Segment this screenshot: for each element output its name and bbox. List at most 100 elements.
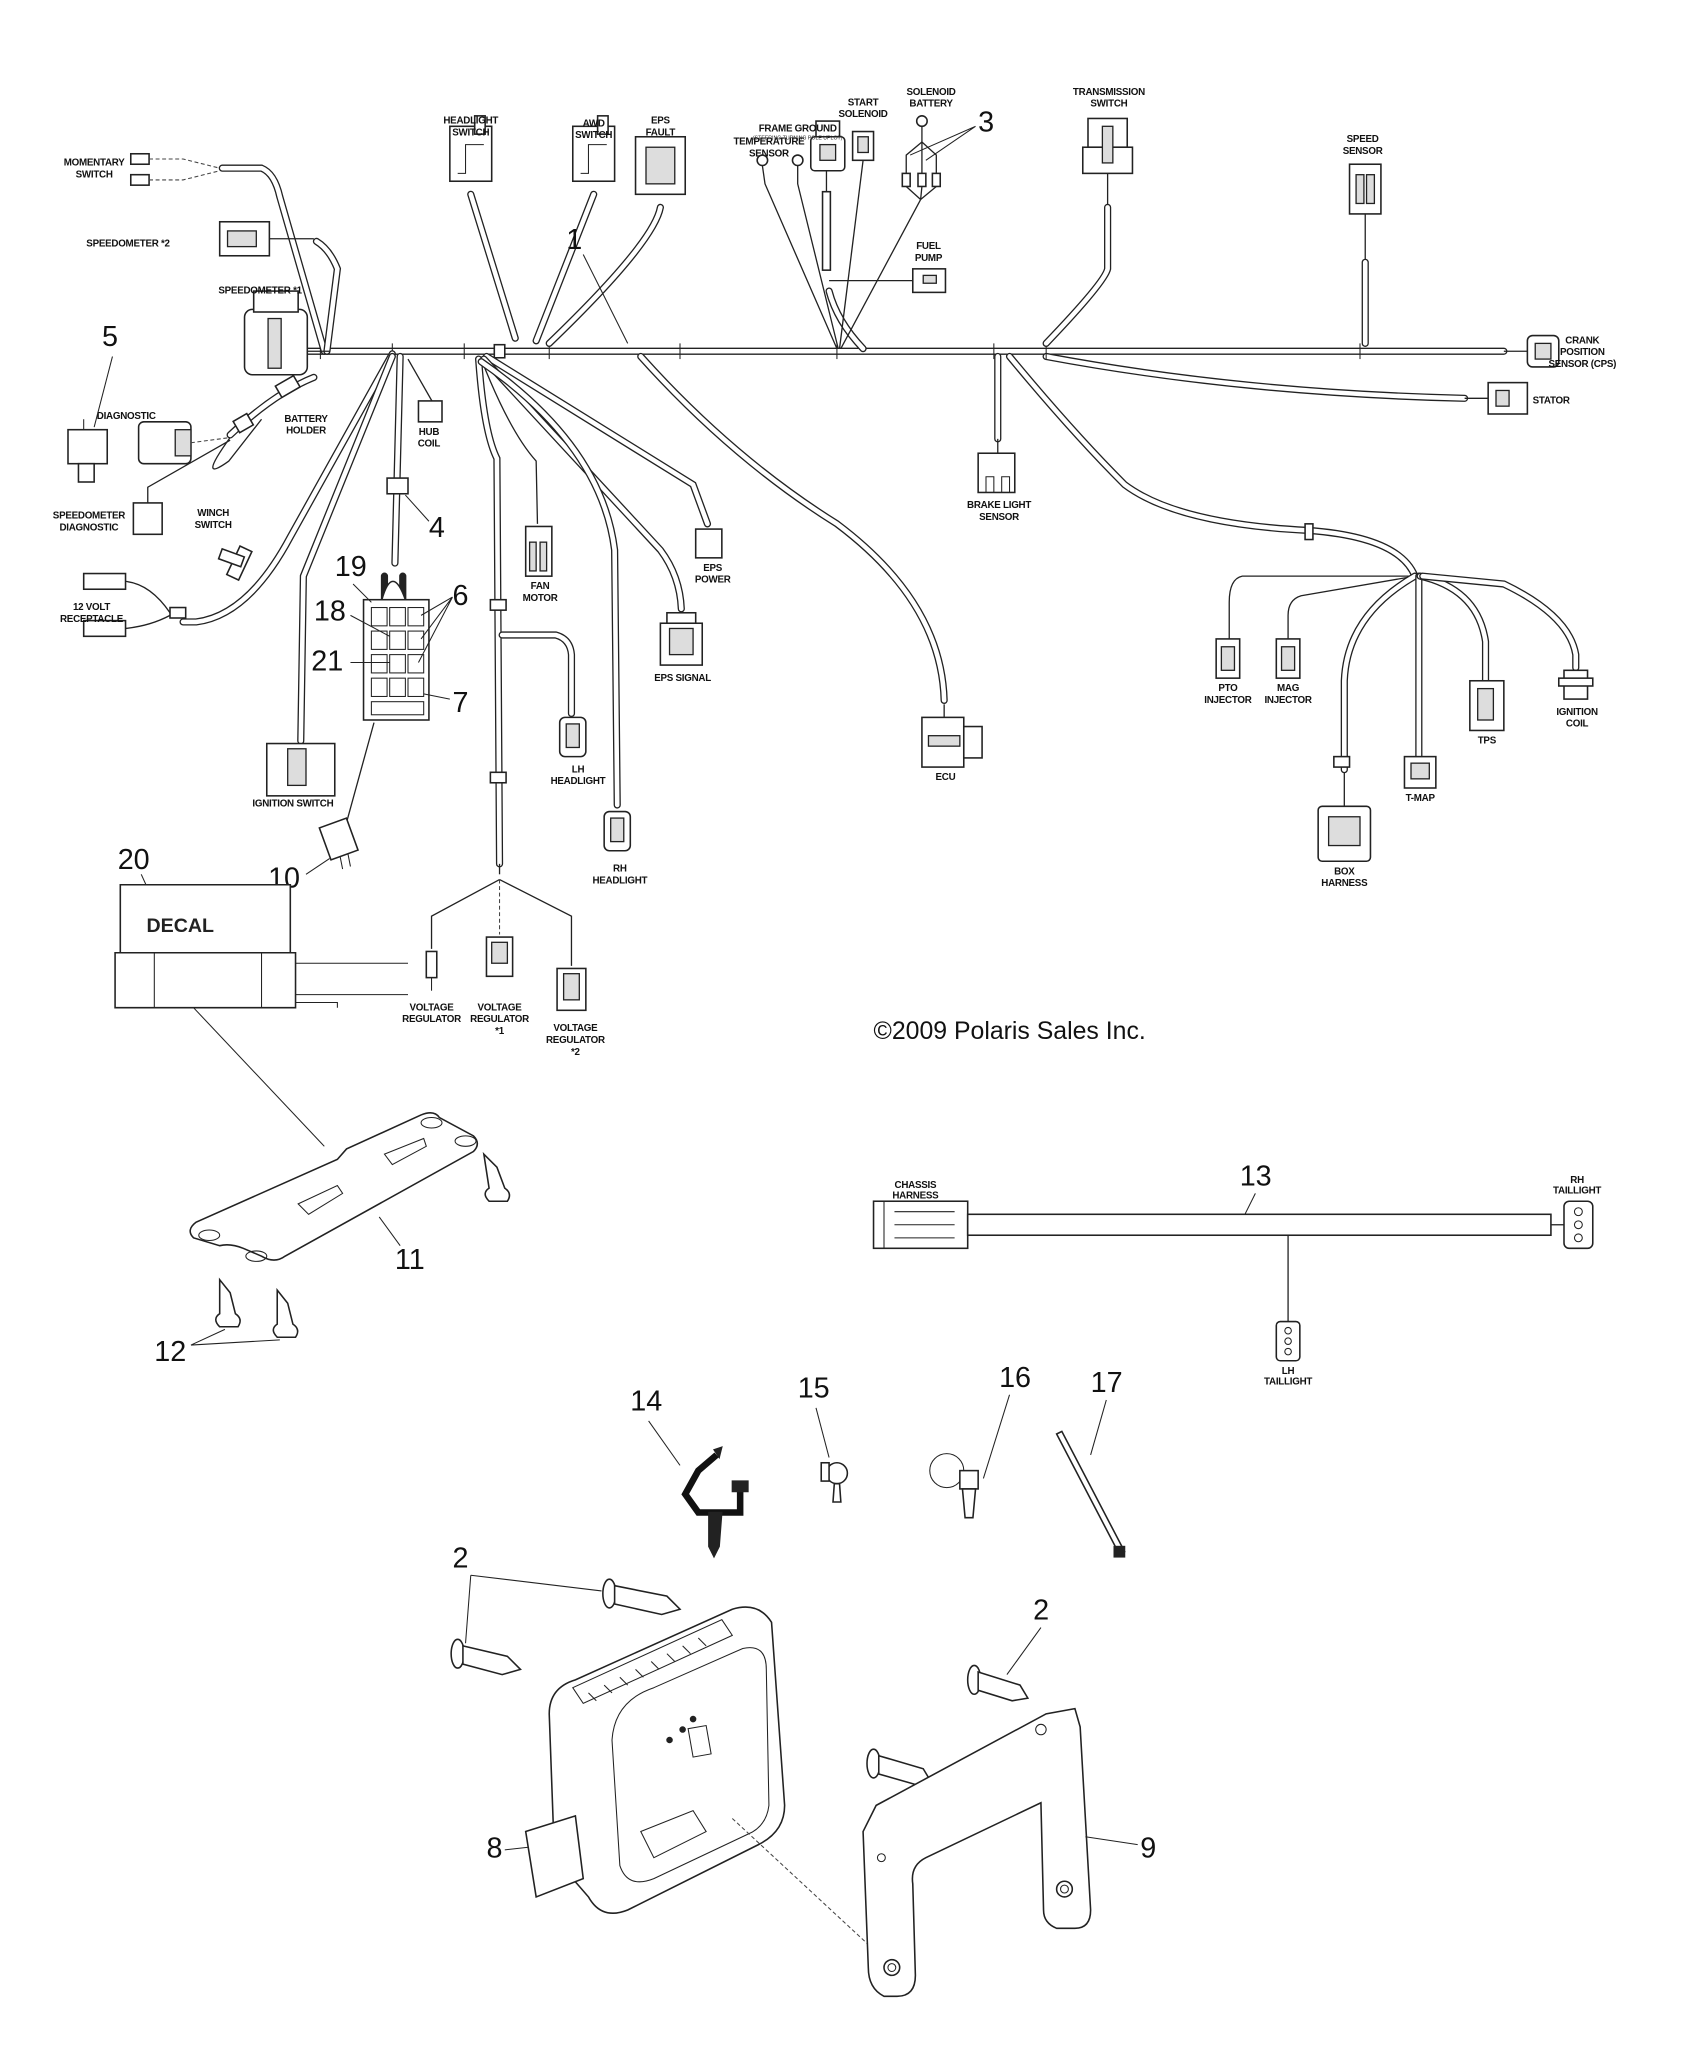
- clip-15: 15: [798, 1372, 849, 1503]
- ecu-box-8: 8: [486, 1606, 877, 1953]
- ignition-switch-connector: IGNITION SWITCH: [252, 352, 396, 809]
- t-map-connector: T-MAP: [1403, 755, 1437, 804]
- cable-tie-17: 17: [1055, 1367, 1126, 1558]
- ignition-switch-label: IGNITION SWITCH: [252, 798, 333, 809]
- callout-11: 11: [395, 1244, 425, 1276]
- callout-18: 18: [314, 596, 346, 628]
- main-harness: [244, 343, 1508, 402]
- clip-16: 16: [929, 1362, 1031, 1519]
- callout-15: 15: [798, 1372, 830, 1404]
- t-map-label: T-MAP: [1406, 793, 1436, 804]
- callout-4: 4: [429, 512, 445, 544]
- callout-1: 1: [566, 224, 582, 256]
- callout-5: 5: [102, 321, 118, 353]
- callout-20: 20: [118, 844, 150, 876]
- relay-10: [318, 817, 360, 870]
- copyright-text: ©2009 Polaris Sales Inc.: [874, 1018, 1146, 1045]
- callout-7: 7: [452, 687, 468, 719]
- lower-harness: [475, 355, 507, 875]
- callout-14: 14: [630, 1385, 662, 1417]
- callout-12: 12: [154, 1336, 186, 1368]
- tps-label: TPS: [1478, 736, 1497, 747]
- stator-label: STATOR: [1533, 396, 1570, 407]
- eps-signal-connector: EPS SIGNAL: [480, 355, 712, 684]
- callout-16: 16: [999, 1362, 1031, 1394]
- frame-ground-note: (STEERING TURNING POLE UPLOT): [753, 135, 843, 141]
- stator-connector: STATOR: [1464, 381, 1570, 415]
- decal-text: DECAL: [146, 915, 214, 937]
- ecu-bracket-9: 9: [862, 1707, 1156, 1998]
- ecu-label: ECU: [936, 772, 956, 783]
- tps-connector: TPS: [1469, 679, 1505, 747]
- callout-6: 6: [452, 580, 468, 612]
- mounting-plate-11: 11: [189, 1007, 479, 1276]
- speedometer-2-label: SPEEDOMETER *2: [86, 239, 170, 250]
- eps-signal-label: EPS SIGNAL: [654, 673, 711, 684]
- clip-14: 14: [630, 1385, 749, 1559]
- callout-21: 21: [311, 645, 343, 677]
- ecu-connector: ECU: [637, 352, 983, 783]
- speedometer-1-connector: SPEEDOMETER *1: [218, 286, 330, 376]
- decal-box-20: 20 DECAL: [114, 844, 408, 1009]
- frame-ground-connector: FRAME GROUND (STEERING TURNING POLE UPLO…: [753, 124, 843, 349]
- frame-ground-label: FRAME GROUND: [759, 124, 837, 135]
- push-rivets-12: 12: [154, 1151, 511, 1368]
- diagnostic-connector: DIAGNOSTIC: [67, 411, 231, 483]
- speedometer-2-connector: SPEEDOMETER *2: [86, 220, 342, 355]
- callout-19: 19: [335, 551, 367, 583]
- callout-9: 9: [1140, 1833, 1156, 1865]
